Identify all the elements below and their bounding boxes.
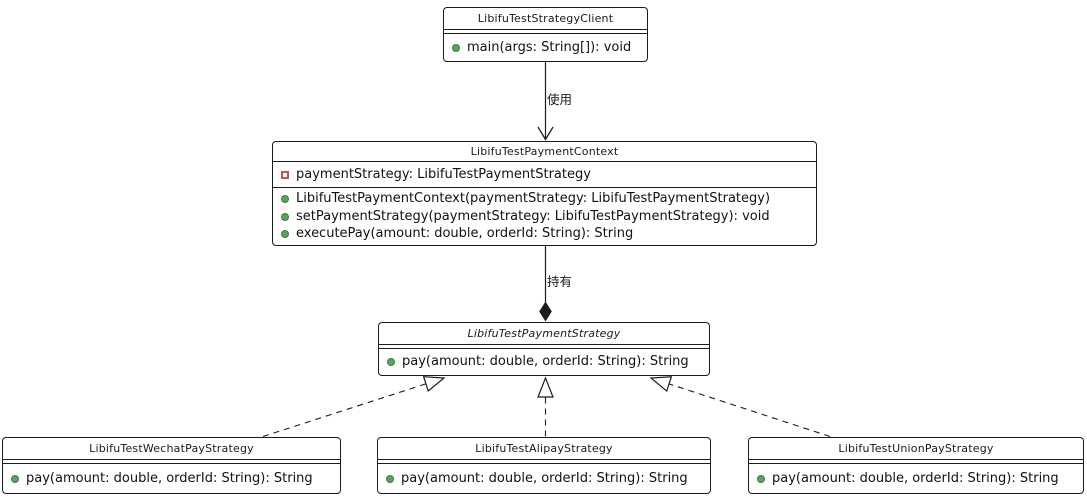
public-method-icon [387, 358, 395, 366]
method-row: LibifuTestPaymentContext(paymentStrategy… [273, 190, 816, 208]
composition-diamond-icon [539, 301, 552, 322]
field-label: paymentStrategy: LibifuTestPaymentStrate… [296, 166, 591, 182]
method-label: pay(amount: double, orderId: String): St… [26, 470, 313, 486]
fields-compartment [444, 30, 647, 34]
class-box-alipay[interactable]: LibifuTestAlipayStrategy pay(amount: dou… [377, 437, 711, 494]
class-box-strategy-interface[interactable]: LibifuTestPaymentStrategy pay(amount: do… [378, 322, 710, 376]
class-title: LibifuTestAlipayStrategy [378, 438, 710, 460]
class-box-client[interactable]: LibifuTestStrategyClient main(args: Stri… [443, 7, 648, 62]
class-title: LibifuTestWechatPayStrategy [3, 438, 340, 460]
realization-line-wechat [262, 376, 446, 438]
uses-edge-label: 使用 [547, 92, 573, 107]
class-title: LibifuTestStrategyClient [444, 8, 647, 30]
method-row: setPaymentStrategy(paymentStrategy: Libi… [273, 208, 816, 226]
methods-compartment: pay(amount: double, orderId: String): St… [379, 349, 709, 375]
public-method-icon [452, 43, 460, 52]
fields-compartment [3, 460, 340, 464]
method-row: executePay(amount: double, orderId: Stri… [273, 225, 816, 243]
method-label: pay(amount: double, orderId: String): St… [401, 470, 688, 486]
class-title: LibifuTestPaymentContext [273, 142, 816, 162]
public-method-icon [281, 230, 289, 238]
fields-compartment [378, 460, 710, 464]
class-title: LibifuTestPaymentStrategy [379, 323, 709, 345]
method-label: pay(amount: double, orderId: String): St… [772, 470, 1059, 486]
method-label: executePay(amount: double, orderId: Stri… [296, 226, 634, 242]
public-method-icon [281, 212, 289, 221]
method-row: pay(amount: double, orderId: String): St… [749, 470, 1083, 488]
method-row: main(args: String[]): void [444, 39, 647, 57]
method-label: LibifuTestPaymentContext(paymentStrategy… [296, 191, 771, 207]
methods-compartment: main(args: String[]): void [444, 34, 647, 61]
method-row: pay(amount: double, orderId: String): St… [3, 470, 340, 488]
public-method-icon [757, 474, 765, 483]
class-box-wechat[interactable]: LibifuTestWechatPayStrategy pay(amount: … [2, 437, 341, 494]
private-field-icon [281, 170, 289, 179]
realization-line-unionpay [649, 376, 831, 438]
methods-compartment: pay(amount: double, orderId: String): St… [749, 464, 1083, 493]
methods-compartment: pay(amount: double, orderId: String): St… [3, 464, 340, 493]
class-box-context[interactable]: LibifuTestPaymentContext paymentStrategy… [272, 141, 817, 246]
class-title: LibifuTestUnionPayStrategy [749, 438, 1083, 460]
public-method-icon [11, 474, 19, 483]
uses-open-arrowhead-icon [537, 126, 554, 141]
class-box-unionpay[interactable]: LibifuTestUnionPayStrategy pay(amount: d… [748, 437, 1084, 494]
method-row: pay(amount: double, orderId: String): St… [379, 353, 709, 371]
fields-compartment [379, 345, 709, 349]
methods-compartment: LibifuTestPaymentContext(paymentStrategy… [273, 188, 816, 245]
methods-compartment: pay(amount: double, orderId: String): St… [378, 464, 710, 493]
fields-compartment [749, 460, 1083, 464]
method-label: setPaymentStrategy(paymentStrategy: Libi… [296, 208, 770, 224]
fields-compartment: paymentStrategy: LibifuTestPaymentStrate… [273, 162, 816, 188]
field-row: paymentStrategy: LibifuTestPaymentStrate… [273, 166, 816, 184]
method-row: pay(amount: double, orderId: String): St… [378, 470, 710, 488]
method-label: main(args: String[]): void [467, 39, 632, 55]
holds-edge-label: 持有 [547, 274, 573, 289]
method-label: pay(amount: double, orderId: String): St… [402, 354, 689, 370]
public-method-icon [386, 474, 394, 483]
public-method-icon [281, 195, 289, 203]
